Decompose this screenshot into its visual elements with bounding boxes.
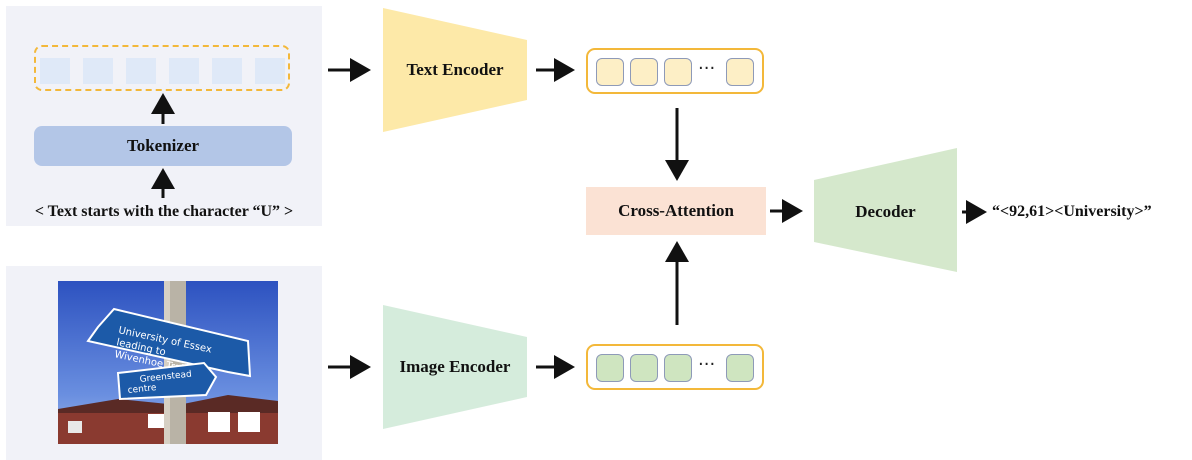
text-embedding-token <box>630 58 658 86</box>
cross-attention-label: Cross-Attention <box>618 201 734 220</box>
token-box <box>255 58 285 84</box>
tokenizer-label: Tokenizer <box>126 136 200 155</box>
image-embeddings: ··· <box>586 344 764 390</box>
decoder: Decoder <box>814 197 957 227</box>
image-encoder-label: Image Encoder <box>399 357 511 376</box>
text-encoder-label: Text Encoder <box>406 60 504 79</box>
image-embedding-token <box>630 354 658 382</box>
image-embedding-ellipsis: ··· <box>698 354 716 375</box>
image-embedding-token <box>664 354 692 382</box>
text-prompt: < Text starts with the character “U” > <box>6 200 322 224</box>
text-embedding-token <box>726 58 754 86</box>
text-prompt-label: < Text starts with the character “U” > <box>34 203 294 220</box>
token-sequence <box>34 45 290 91</box>
output-label: “<92,61><University>” <box>992 203 1152 220</box>
image-encoder: Image Encoder <box>383 352 527 382</box>
tokenizer-block: Tokenizer <box>34 126 292 166</box>
token-box <box>169 58 199 84</box>
token-box <box>212 58 242 84</box>
sign-line-5: centre <box>127 383 157 396</box>
output-text: “<92,61><University>” <box>992 198 1188 226</box>
text-embeddings: ··· <box>586 48 764 94</box>
token-box <box>126 58 156 84</box>
text-embedding-token <box>664 58 692 86</box>
text-embedding-token <box>596 58 624 86</box>
decoder-label: Decoder <box>855 202 916 221</box>
input-photo: University of Essex leading to Wivenhoe … <box>58 281 278 444</box>
text-encoder: Text Encoder <box>383 55 527 85</box>
decoder-shape <box>814 148 957 272</box>
image-embedding-token <box>596 354 624 382</box>
token-box <box>40 58 70 84</box>
token-box <box>83 58 113 84</box>
text-embedding-ellipsis: ··· <box>698 58 716 79</box>
image-embedding-token <box>726 354 754 382</box>
image-encoder-shape <box>383 305 527 429</box>
cross-attention-block: Cross-Attention <box>586 187 766 235</box>
text-encoder-shape <box>383 8 527 132</box>
